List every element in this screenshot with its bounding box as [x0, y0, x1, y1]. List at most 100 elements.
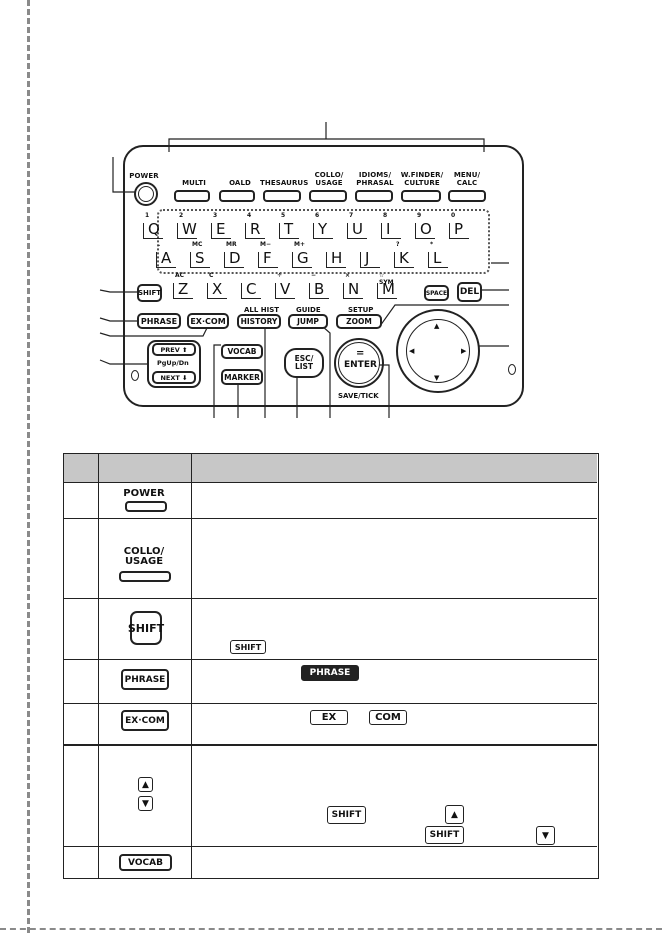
hole-left	[131, 370, 139, 381]
key-secondary-label: 7	[349, 212, 354, 219]
next-key[interactable]: NEXT ⬇	[152, 371, 196, 384]
ex-com-key[interactable]: EX·COM	[187, 313, 229, 329]
cut-line-bottom	[0, 928, 662, 930]
key-k[interactable]: K?	[394, 241, 414, 268]
history-key[interactable]: HISTORY	[237, 314, 281, 329]
space-key[interactable]: SPACE	[424, 285, 449, 301]
key-m[interactable]: M☆ SYM	[377, 272, 397, 299]
esc-list-key[interactable]: ESC/ LIST	[284, 348, 324, 378]
key-letter: Z	[178, 280, 189, 298]
key-v[interactable]: V÷	[275, 272, 295, 299]
down-arrow-icon[interactable]: ▼	[434, 374, 440, 382]
table-row-line	[64, 518, 597, 519]
key-secondary-label: 8	[383, 212, 388, 219]
table-power-key-shape	[125, 501, 167, 512]
enter-key[interactable]: = ENTER	[334, 338, 384, 388]
key-letter: M	[382, 280, 395, 298]
function-key-label-multi: MULTI	[182, 179, 206, 187]
pgup-dn-label: PgUp/Dn	[157, 359, 189, 367]
function-key-idioms-phrasal[interactable]	[355, 190, 393, 202]
key-secondary-label: 0	[451, 212, 456, 219]
key-l[interactable]: L*	[428, 241, 448, 268]
inline-page-up-icon: ▲	[445, 805, 464, 824]
key-letter: U	[352, 220, 363, 238]
key-letter: A	[161, 249, 172, 267]
key-secondary-label: ?	[396, 241, 400, 248]
function-key-thesaurus[interactable]	[263, 190, 301, 202]
function-key-label-thesaurus: THESAURUS	[260, 179, 309, 187]
phrase-key[interactable]: PHRASE	[137, 313, 181, 329]
key-secondary-label: −	[311, 272, 317, 279]
function-key-multi[interactable]	[174, 190, 210, 202]
key-letter: R	[250, 220, 261, 238]
function-key-label-wfinder-culture: W.FINDER/ CULTURE	[400, 171, 444, 187]
up-arrow-icon[interactable]: ▲	[434, 322, 440, 330]
key-secondary-label: ×	[345, 272, 351, 279]
inline-shift-key: SHIFT	[425, 826, 464, 844]
key-h[interactable]: H	[326, 250, 346, 268]
function-key-oald[interactable]	[219, 190, 255, 202]
del-key[interactable]: DEL	[457, 282, 482, 302]
key-n[interactable]: N×	[343, 272, 363, 299]
key-j[interactable]: J	[360, 250, 380, 268]
key-secondary-label: ÷	[277, 272, 283, 279]
power-button[interactable]	[134, 182, 158, 206]
key-letter: T	[284, 220, 294, 238]
function-key-wfinder-culture[interactable]	[401, 190, 441, 202]
function-key-collo-usage[interactable]	[309, 190, 347, 202]
prev-key[interactable]: PREV ⬆	[152, 343, 196, 356]
key-secondary-label: 6	[315, 212, 320, 219]
shift-key[interactable]: SHIFT	[137, 284, 162, 302]
key-letter: G	[297, 249, 309, 267]
key-secondary-label: M−	[260, 241, 271, 248]
vocab-key[interactable]: VOCAB	[221, 344, 263, 359]
table-col-line-1	[98, 454, 99, 878]
key-table: POWER COLLO/ USAGE SHIFT SHIFT PHRASE PH…	[63, 453, 599, 879]
direction-pad[interactable]: ▲ ▼ ◀ ▶	[396, 309, 480, 393]
key-secondary-label: 1	[145, 212, 150, 219]
character-key-area	[157, 209, 490, 274]
direction-pad-inner	[406, 319, 470, 383]
zoom-key[interactable]: ZOOM	[336, 314, 382, 329]
right-arrow-icon[interactable]: ▶	[461, 347, 467, 355]
key-secondary-label: 5	[281, 212, 286, 219]
key-letter: P	[454, 220, 464, 238]
key-secondary-label: .	[158, 241, 161, 248]
enter-key-inner	[338, 342, 380, 384]
all-hist-label: ALL HIST	[244, 306, 280, 314]
key-c[interactable]: C	[241, 281, 261, 299]
key-b[interactable]: B−	[309, 272, 329, 299]
table-row-line	[64, 703, 597, 704]
table-vocab-key: VOCAB	[119, 854, 172, 871]
cut-line-left	[27, 0, 30, 933]
key-letter: V	[280, 280, 291, 298]
marker-key[interactable]: MARKER	[221, 369, 263, 385]
function-key-menu-calc[interactable]	[448, 190, 486, 202]
key-a[interactable]: A.	[156, 241, 176, 268]
jump-key[interactable]: JUMP	[288, 314, 328, 329]
key-letter: S	[195, 249, 205, 267]
key-secondary-label: 9	[417, 212, 422, 219]
table-ex-com-key: EX·COM	[121, 710, 169, 731]
left-arrow-icon[interactable]: ◀	[409, 347, 415, 355]
inline-com-indicator: COM	[369, 710, 407, 725]
key-letter: L	[433, 249, 442, 267]
table-collo-usage-label: COLLO/ USAGE	[123, 546, 165, 567]
table-power-label: POWER	[123, 488, 165, 499]
